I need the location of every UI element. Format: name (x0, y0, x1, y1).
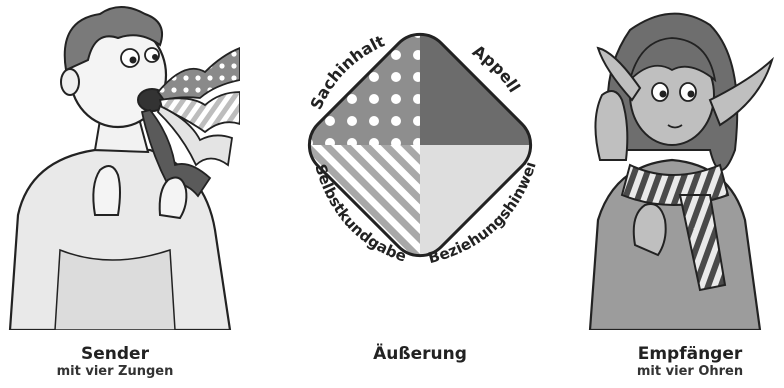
sender-subtitle: mit vier Zungen (30, 364, 200, 380)
message-caption: Äußerung (330, 344, 510, 364)
sender-illustration (0, 0, 240, 330)
message-title: Äußerung (330, 344, 510, 364)
receiver-title: Empfänger (605, 344, 775, 364)
sender-caption: Sender mit vier Zungen (30, 344, 200, 380)
sender-title: Sender (30, 344, 200, 364)
message-diagram: Sachinhalt Appell Selbstkundgabe Beziehu… (275, 0, 565, 330)
tongue-dots (158, 48, 240, 100)
receiver-subtitle: mit vier Ohren (605, 364, 775, 380)
receiver-illustration (560, 0, 784, 330)
receiver-caption: Empfänger mit vier Ohren (605, 344, 775, 380)
